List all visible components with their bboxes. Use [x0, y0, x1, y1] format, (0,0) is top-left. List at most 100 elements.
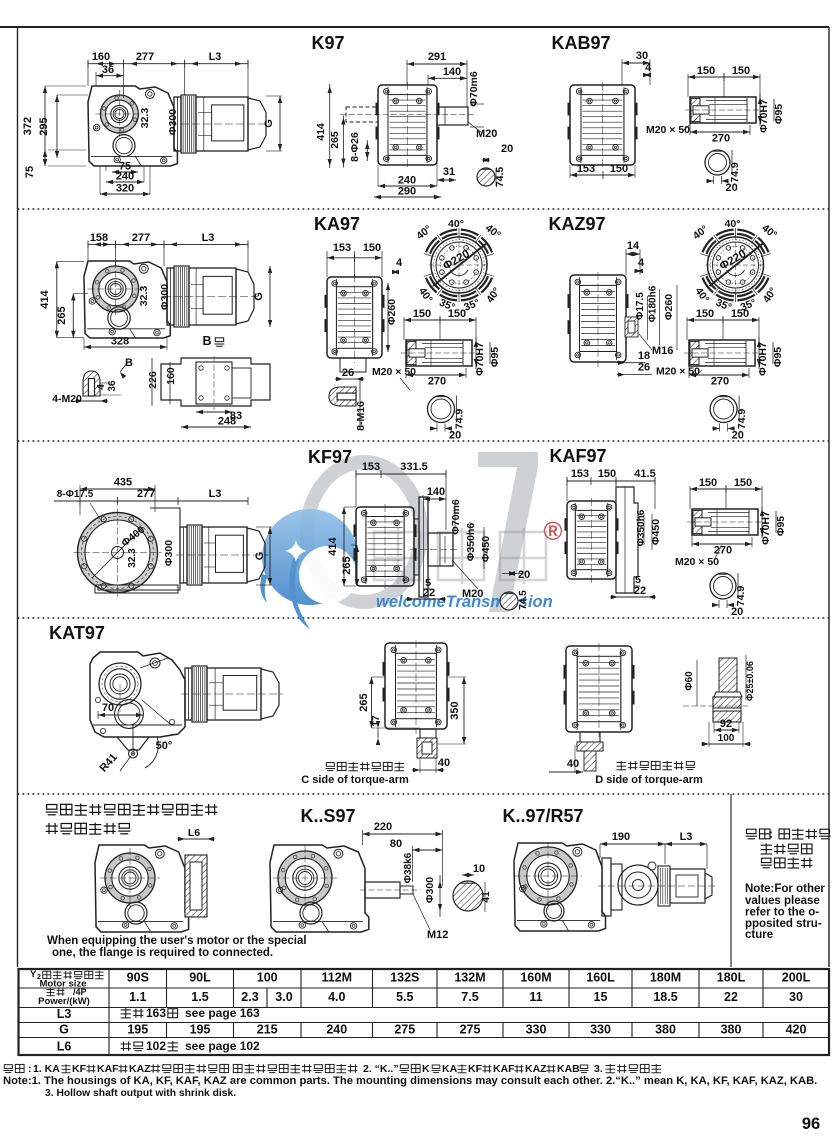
svg-text:265: 265	[329, 131, 341, 149]
svg-text:32.3: 32.3	[127, 548, 138, 568]
svg-text:92: 92	[720, 718, 732, 730]
svg-text:328: 328	[111, 336, 129, 348]
svg-text:414: 414	[39, 289, 51, 308]
svg-text:L3: L3	[202, 232, 215, 244]
svg-text:150: 150	[734, 477, 752, 489]
svg-text:B: B	[202, 334, 211, 348]
svg-text:K97: K97	[311, 33, 344, 53]
svg-text:20: 20	[518, 569, 530, 581]
svg-text:Φ25±0.06: Φ25±0.06	[745, 661, 755, 701]
svg-text:7.5: 7.5	[461, 990, 478, 1004]
svg-text:372: 372	[22, 117, 34, 135]
svg-text:180M: 180M	[650, 971, 681, 985]
svg-text:74.9: 74.9	[729, 162, 741, 183]
svg-text:270: 270	[711, 376, 729, 388]
svg-text:330: 330	[590, 1023, 611, 1037]
svg-text:/4P: /4P	[73, 987, 87, 997]
svg-text:5: 5	[635, 574, 641, 586]
svg-text::: :	[769, 827, 773, 841]
svg-text:153: 153	[577, 163, 595, 175]
svg-text:20: 20	[731, 606, 743, 618]
svg-text:3.0: 3.0	[275, 990, 292, 1004]
svg-text:380: 380	[655, 1023, 676, 1037]
svg-text:M20 × 50: M20 × 50	[372, 366, 416, 378]
svg-text:30: 30	[636, 50, 648, 62]
svg-text:140: 140	[443, 66, 461, 78]
svg-text:1.1: 1.1	[129, 990, 146, 1004]
svg-text:100: 100	[257, 971, 278, 985]
svg-text:20: 20	[501, 143, 513, 155]
svg-text:Φ70H7: Φ70H7	[760, 511, 772, 545]
svg-text:265: 265	[56, 306, 68, 324]
svg-text:163: 163	[146, 1006, 166, 1020]
svg-text:414: 414	[315, 123, 327, 141]
svg-text:90S: 90S	[127, 971, 149, 985]
svg-text:150: 150	[699, 477, 717, 489]
svg-text:35°: 35°	[462, 297, 481, 314]
svg-text:160: 160	[92, 51, 110, 63]
svg-text:G: G	[254, 552, 266, 561]
svg-text:22: 22	[724, 990, 738, 1004]
svg-text:90L: 90L	[189, 971, 211, 985]
svg-text:Φ70H7: Φ70H7	[474, 342, 486, 376]
svg-text:150: 150	[731, 308, 749, 320]
svg-text:18.5: 18.5	[653, 990, 677, 1004]
svg-text:4.0: 4.0	[328, 990, 345, 1004]
svg-text:15: 15	[594, 990, 608, 1004]
svg-text:L3: L3	[680, 831, 693, 843]
svg-text:L3: L3	[209, 488, 222, 500]
svg-text:L6: L6	[57, 1040, 72, 1054]
svg-text:380: 380	[721, 1023, 742, 1037]
svg-text:refer to the o-: refer to the o-	[745, 907, 819, 919]
svg-text:Φ70H7: Φ70H7	[757, 342, 769, 376]
svg-text:M20: M20	[476, 128, 497, 140]
svg-text:KAT97: KAT97	[49, 623, 105, 643]
svg-text:290: 290	[398, 186, 416, 198]
svg-text:KF: KF	[468, 1063, 483, 1075]
svg-text:41.5: 41.5	[634, 468, 655, 480]
svg-text:265: 265	[341, 556, 353, 574]
svg-text:74.9: 74.9	[736, 409, 748, 430]
svg-text:KAF97: KAF97	[549, 446, 606, 466]
svg-text:3. Hollow shaft output with sh: 3. Hollow shaft output with shrink disk.	[45, 1088, 236, 1099]
svg-text:Φ70H7: Φ70H7	[758, 99, 770, 133]
svg-text:3.: 3.	[594, 1063, 603, 1075]
svg-text:265: 265	[358, 693, 370, 711]
svg-text:150: 150	[732, 65, 750, 77]
svg-text:4: 4	[396, 257, 403, 269]
svg-text:74.9: 74.9	[454, 409, 466, 430]
svg-text:150: 150	[696, 308, 714, 320]
svg-text:KAZ97: KAZ97	[548, 214, 605, 234]
svg-text:Φ300: Φ300	[163, 540, 175, 566]
svg-text:83: 83	[230, 410, 242, 422]
svg-text:150: 150	[448, 308, 466, 320]
svg-text:18: 18	[638, 350, 650, 362]
svg-text:35°: 35°	[739, 297, 758, 314]
svg-text:Φ300: Φ300	[424, 877, 436, 903]
svg-text:2.3: 2.3	[241, 990, 258, 1004]
svg-text:331.5: 331.5	[400, 461, 428, 473]
svg-text:10: 10	[473, 863, 485, 875]
svg-text:180L: 180L	[717, 971, 746, 985]
svg-text:G: G	[253, 292, 265, 301]
svg-text:Φ450: Φ450	[480, 536, 492, 562]
svg-text:248: 248	[218, 416, 236, 428]
svg-text:32.3: 32.3	[138, 286, 150, 307]
svg-text:G: G	[263, 119, 275, 128]
svg-text:74.5: 74.5	[494, 167, 506, 188]
svg-text:41: 41	[481, 891, 492, 903]
svg-text:36: 36	[107, 380, 118, 392]
svg-text:160M: 160M	[520, 971, 551, 985]
svg-text:Φ180h6: Φ180h6	[648, 285, 659, 322]
svg-text:35°: 35°	[438, 297, 457, 314]
svg-text:Φ60: Φ60	[684, 671, 695, 691]
svg-text:240: 240	[326, 1023, 347, 1037]
svg-text:KAZ: KAZ	[129, 1063, 151, 1075]
svg-text:150: 150	[697, 65, 715, 77]
svg-text:Φ95: Φ95	[489, 347, 501, 367]
svg-text:150: 150	[598, 468, 616, 480]
svg-text:values please: values please	[745, 895, 820, 907]
svg-text:70: 70	[102, 702, 114, 714]
svg-text:150: 150	[610, 163, 628, 175]
svg-text:Φ70m6: Φ70m6	[468, 71, 480, 107]
